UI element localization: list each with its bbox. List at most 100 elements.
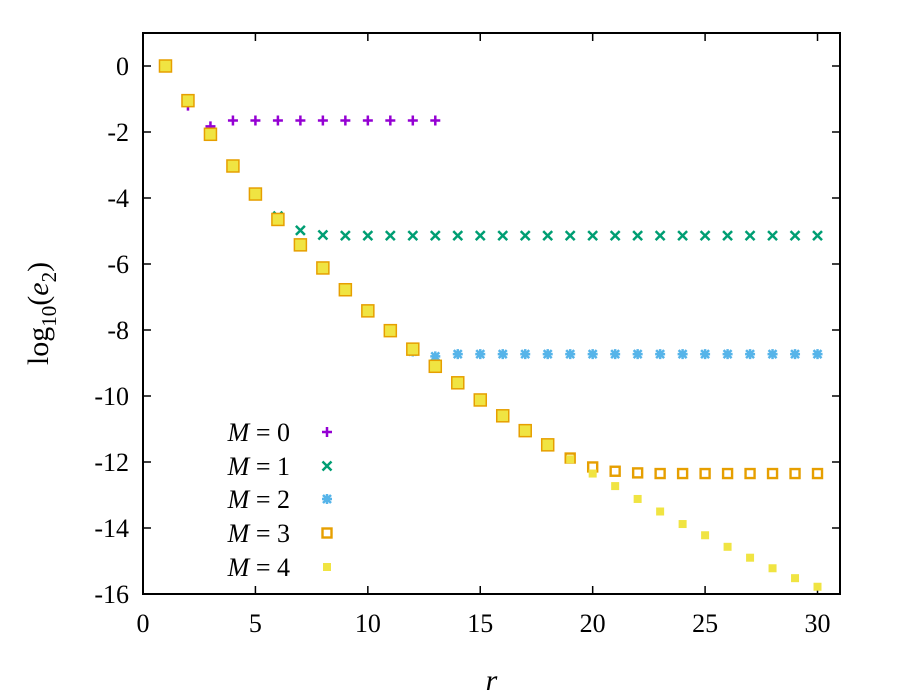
data-point bbox=[722, 349, 733, 360]
data-point bbox=[407, 115, 418, 126]
data-point bbox=[428, 359, 443, 374]
data-point bbox=[452, 230, 464, 242]
data-point bbox=[451, 376, 465, 390]
data-point bbox=[745, 349, 756, 360]
legend-label: M = 1 bbox=[227, 452, 290, 481]
data-point bbox=[677, 230, 688, 242]
data-point bbox=[295, 115, 306, 126]
data-point bbox=[430, 351, 441, 362]
series-3 bbox=[159, 60, 824, 480]
data-point bbox=[789, 467, 801, 480]
data-point bbox=[362, 230, 374, 242]
data-point bbox=[272, 115, 283, 126]
data-point bbox=[610, 349, 621, 360]
data-point bbox=[248, 187, 263, 201]
data-point bbox=[542, 230, 554, 242]
data-point bbox=[566, 455, 575, 464]
data-point bbox=[406, 342, 420, 356]
data-point bbox=[744, 467, 756, 480]
data-point bbox=[542, 349, 553, 360]
data-point bbox=[766, 467, 779, 480]
data-point bbox=[699, 230, 711, 242]
data-point bbox=[654, 230, 666, 242]
legend-label: M = 4 bbox=[227, 553, 290, 582]
data-point bbox=[497, 349, 508, 360]
data-point bbox=[588, 469, 597, 478]
data-point bbox=[633, 494, 642, 503]
y-axis-title: log10(e2) bbox=[22, 262, 61, 365]
data-point bbox=[701, 531, 710, 540]
series-2 bbox=[160, 61, 823, 362]
y-tick-label: -16 bbox=[94, 580, 129, 609]
data-point bbox=[813, 582, 822, 591]
series-0 bbox=[160, 61, 441, 132]
x-tick-label: 15 bbox=[467, 609, 493, 638]
data-point bbox=[723, 542, 732, 551]
data-point bbox=[721, 467, 734, 480]
x-axis-title: r bbox=[486, 664, 498, 697]
data-point bbox=[789, 230, 801, 242]
legend-label: M = 3 bbox=[227, 519, 290, 548]
legend-marker bbox=[322, 494, 332, 504]
x-tick-label: 10 bbox=[355, 609, 381, 638]
data-point bbox=[158, 59, 173, 73]
data-point bbox=[632, 230, 644, 242]
data-point bbox=[295, 224, 306, 236]
data-point bbox=[611, 482, 620, 491]
data-point bbox=[744, 230, 756, 242]
y-tick-label: -10 bbox=[94, 382, 129, 411]
data-point bbox=[609, 465, 621, 477]
data-point bbox=[250, 115, 261, 126]
data-point bbox=[812, 230, 823, 242]
data-point bbox=[339, 230, 351, 242]
series-4 bbox=[158, 59, 822, 591]
data-point bbox=[722, 230, 733, 242]
data-point bbox=[767, 349, 778, 360]
data-point bbox=[631, 467, 644, 479]
data-point bbox=[519, 230, 531, 242]
data-point bbox=[340, 115, 351, 126]
data-point bbox=[677, 349, 688, 360]
data-point bbox=[362, 115, 373, 126]
data-point bbox=[812, 349, 823, 360]
data-point bbox=[540, 438, 555, 452]
data-point bbox=[226, 159, 240, 173]
data-point bbox=[632, 349, 643, 360]
data-point bbox=[497, 230, 509, 242]
data-marks bbox=[158, 59, 824, 591]
data-point bbox=[520, 349, 531, 360]
data-point bbox=[564, 230, 576, 242]
series-1 bbox=[160, 60, 823, 242]
data-point bbox=[811, 467, 824, 480]
data-point bbox=[767, 230, 778, 242]
data-point bbox=[384, 230, 396, 242]
legend-label: M = 0 bbox=[227, 418, 290, 447]
plot-border bbox=[142, 32, 841, 595]
data-point bbox=[383, 323, 398, 338]
data-point bbox=[338, 282, 353, 297]
x-tick-label: 0 bbox=[137, 609, 150, 638]
data-point bbox=[768, 564, 777, 573]
x-tick-label: 20 bbox=[580, 609, 606, 638]
legend-label: M = 2 bbox=[227, 485, 290, 514]
data-point bbox=[495, 409, 510, 423]
legend-marker bbox=[321, 460, 333, 472]
data-point bbox=[587, 230, 599, 242]
data-point bbox=[385, 115, 396, 126]
data-point bbox=[474, 230, 486, 242]
data-point bbox=[700, 349, 711, 360]
y-tick-label: -4 bbox=[107, 184, 129, 213]
data-point bbox=[678, 520, 687, 529]
y-tick-label: -6 bbox=[107, 250, 129, 279]
data-point bbox=[407, 230, 419, 242]
data-point bbox=[656, 507, 665, 516]
data-point bbox=[518, 423, 532, 438]
data-point bbox=[791, 574, 800, 583]
data-point bbox=[181, 93, 195, 108]
legend-marker bbox=[321, 527, 333, 539]
data-point bbox=[361, 304, 375, 318]
legend-marker bbox=[322, 427, 332, 437]
data-point bbox=[699, 467, 711, 480]
